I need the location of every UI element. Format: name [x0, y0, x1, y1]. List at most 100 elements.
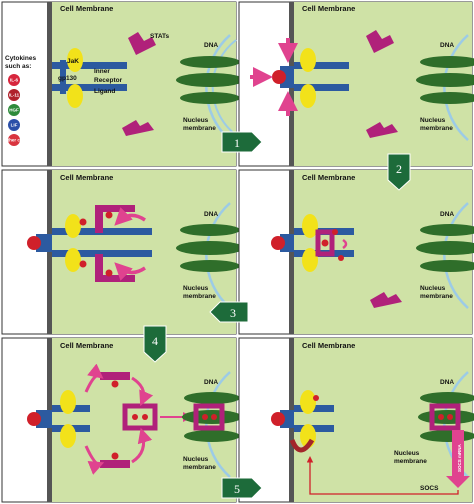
panel-5: Cell Membrane DNA Nucleus membrane: [1, 337, 242, 503]
receptor-label-receptor: Receptor: [94, 77, 123, 84]
panel-2: Cell Membrane DNA Nucleus membrane: [238, 1, 474, 167]
nucleus-label-2: membrane: [420, 293, 453, 300]
ligand: [271, 412, 285, 426]
gp130-label: gp130: [58, 75, 77, 82]
dna: [176, 56, 244, 104]
panel-3: Cell Membrane DNA Nucleus membrane: [1, 169, 244, 335]
ligand: [271, 236, 285, 250]
dna-label: DNA: [440, 379, 454, 386]
stat-protein: [366, 30, 394, 53]
svg-text:IL-11: IL-11: [9, 93, 20, 98]
cytokines-label: Cytokines: [5, 55, 36, 62]
ligand: [27, 236, 41, 250]
dna: [176, 224, 244, 272]
stat-protein: [128, 32, 156, 55]
arrow: [114, 262, 146, 281]
stat-protein: [315, 229, 335, 257]
nucleus-membrane: [443, 202, 469, 309]
cell-membrane: [47, 2, 52, 166]
nucleus-label: Nucleus: [183, 117, 209, 124]
membrane-label: Cell Membrane: [302, 4, 355, 13]
dna-label: DNA: [440, 211, 454, 218]
step-marker-4: 4: [143, 325, 167, 363]
panel-1: Cell Membrane Cytokines such as: IL-6 IL…: [1, 1, 244, 167]
step-marker-1: 1: [221, 131, 263, 153]
feedback-arrow: [306, 456, 459, 495]
step-marker-2: 2: [387, 153, 411, 191]
membrane-label: Cell Membrane: [60, 341, 113, 350]
stat-protein: [100, 372, 130, 380]
cytokine-il6: [8, 74, 20, 86]
nucleus-label: Nucleus: [394, 450, 420, 457]
nucleus-membrane: [205, 34, 231, 141]
svg-text:5: 5: [234, 482, 240, 496]
nucleus-membrane: [443, 34, 469, 141]
nucleus-label-2: membrane: [420, 125, 453, 132]
cytokine-lif: [8, 119, 20, 131]
cytokine-list: IL-6 IL-11 HGF LIF Other cyt: [4, 74, 24, 146]
step-marker-3: 3: [209, 301, 249, 323]
cytokine-il11: [8, 89, 20, 101]
socs-protein: [289, 438, 315, 453]
svg-text:HGF: HGF: [9, 108, 19, 113]
cytokine-hgf: [8, 104, 20, 116]
svg-text:LIF: LIF: [11, 123, 18, 128]
ligand: [272, 70, 286, 84]
stat-dimer: [193, 403, 225, 431]
stat-protein: [100, 460, 130, 468]
panel-6: Cell Membrane DNA Nucleus membrane SOCS …: [238, 337, 474, 503]
socs-mrna-label: SOCS mRNA: [457, 443, 462, 472]
svg-text:1: 1: [234, 136, 240, 150]
dna-label: DNA: [204, 379, 218, 386]
dna-label: DNA: [440, 42, 454, 49]
svg-text:3: 3: [230, 306, 236, 320]
svg-text:Other cyt: Other cyt: [4, 138, 24, 143]
panel-4: Cell Membrane DNA Nucleus membrane: [238, 169, 474, 335]
arrow: [84, 445, 105, 475]
jak-label: JaK: [67, 58, 79, 65]
svg-text:4: 4: [152, 334, 158, 348]
receptor-complex: JaK gp130 Inner Receptor Ligand: [52, 48, 127, 108]
nucleus-label-2: membrane: [394, 458, 427, 465]
stat-protein: [366, 122, 398, 138]
cytokines-sublabel: such as:: [5, 63, 31, 70]
nucleus-label: Nucleus: [420, 117, 446, 124]
nucleus-membrane: [205, 371, 231, 478]
dna: [418, 392, 474, 442]
dna: [416, 224, 474, 272]
stats-label: STATs: [150, 33, 170, 40]
dna: [416, 56, 474, 104]
arrow: [114, 207, 146, 226]
membrane-label: Cell Membrane: [60, 173, 113, 182]
membrane-label: Cell Membrane: [302, 173, 355, 182]
svg-text:IL-6: IL-6: [10, 78, 18, 83]
step-marker-5: 5: [221, 477, 263, 499]
dna-label: DNA: [204, 211, 218, 218]
receptor-label-ligand: Ligand: [94, 88, 115, 95]
socs-label: SOCS: [420, 485, 439, 492]
nucleus-membrane: [205, 202, 231, 309]
nucleus-label-2: membrane: [183, 125, 216, 132]
receptor-label-inner: Inner: [94, 68, 110, 75]
membrane-label: Cell Membrane: [60, 4, 113, 13]
stat-protein: [95, 254, 103, 282]
stat-protein: [370, 292, 402, 308]
stat-protein: [122, 120, 154, 136]
stat-protein: [95, 205, 103, 233]
membrane-label: Cell Membrane: [302, 341, 355, 350]
stat-dimer: [429, 403, 461, 431]
nucleus-label-2: membrane: [183, 464, 216, 471]
arrow: [131, 427, 153, 464]
cytokine-other: [8, 134, 20, 146]
arrow: [84, 363, 104, 393]
nucleus-label: Nucleus: [183, 456, 209, 463]
nucleus-label-2: membrane: [183, 293, 216, 300]
arrow: [131, 376, 154, 407]
ligand: [27, 412, 41, 426]
nucleus-label: Nucleus: [183, 285, 209, 292]
dna-label: DNA: [204, 42, 218, 49]
svg-text:2: 2: [396, 162, 402, 176]
socs-mrna: [452, 430, 464, 476]
nucleus-label: Nucleus: [420, 285, 446, 292]
